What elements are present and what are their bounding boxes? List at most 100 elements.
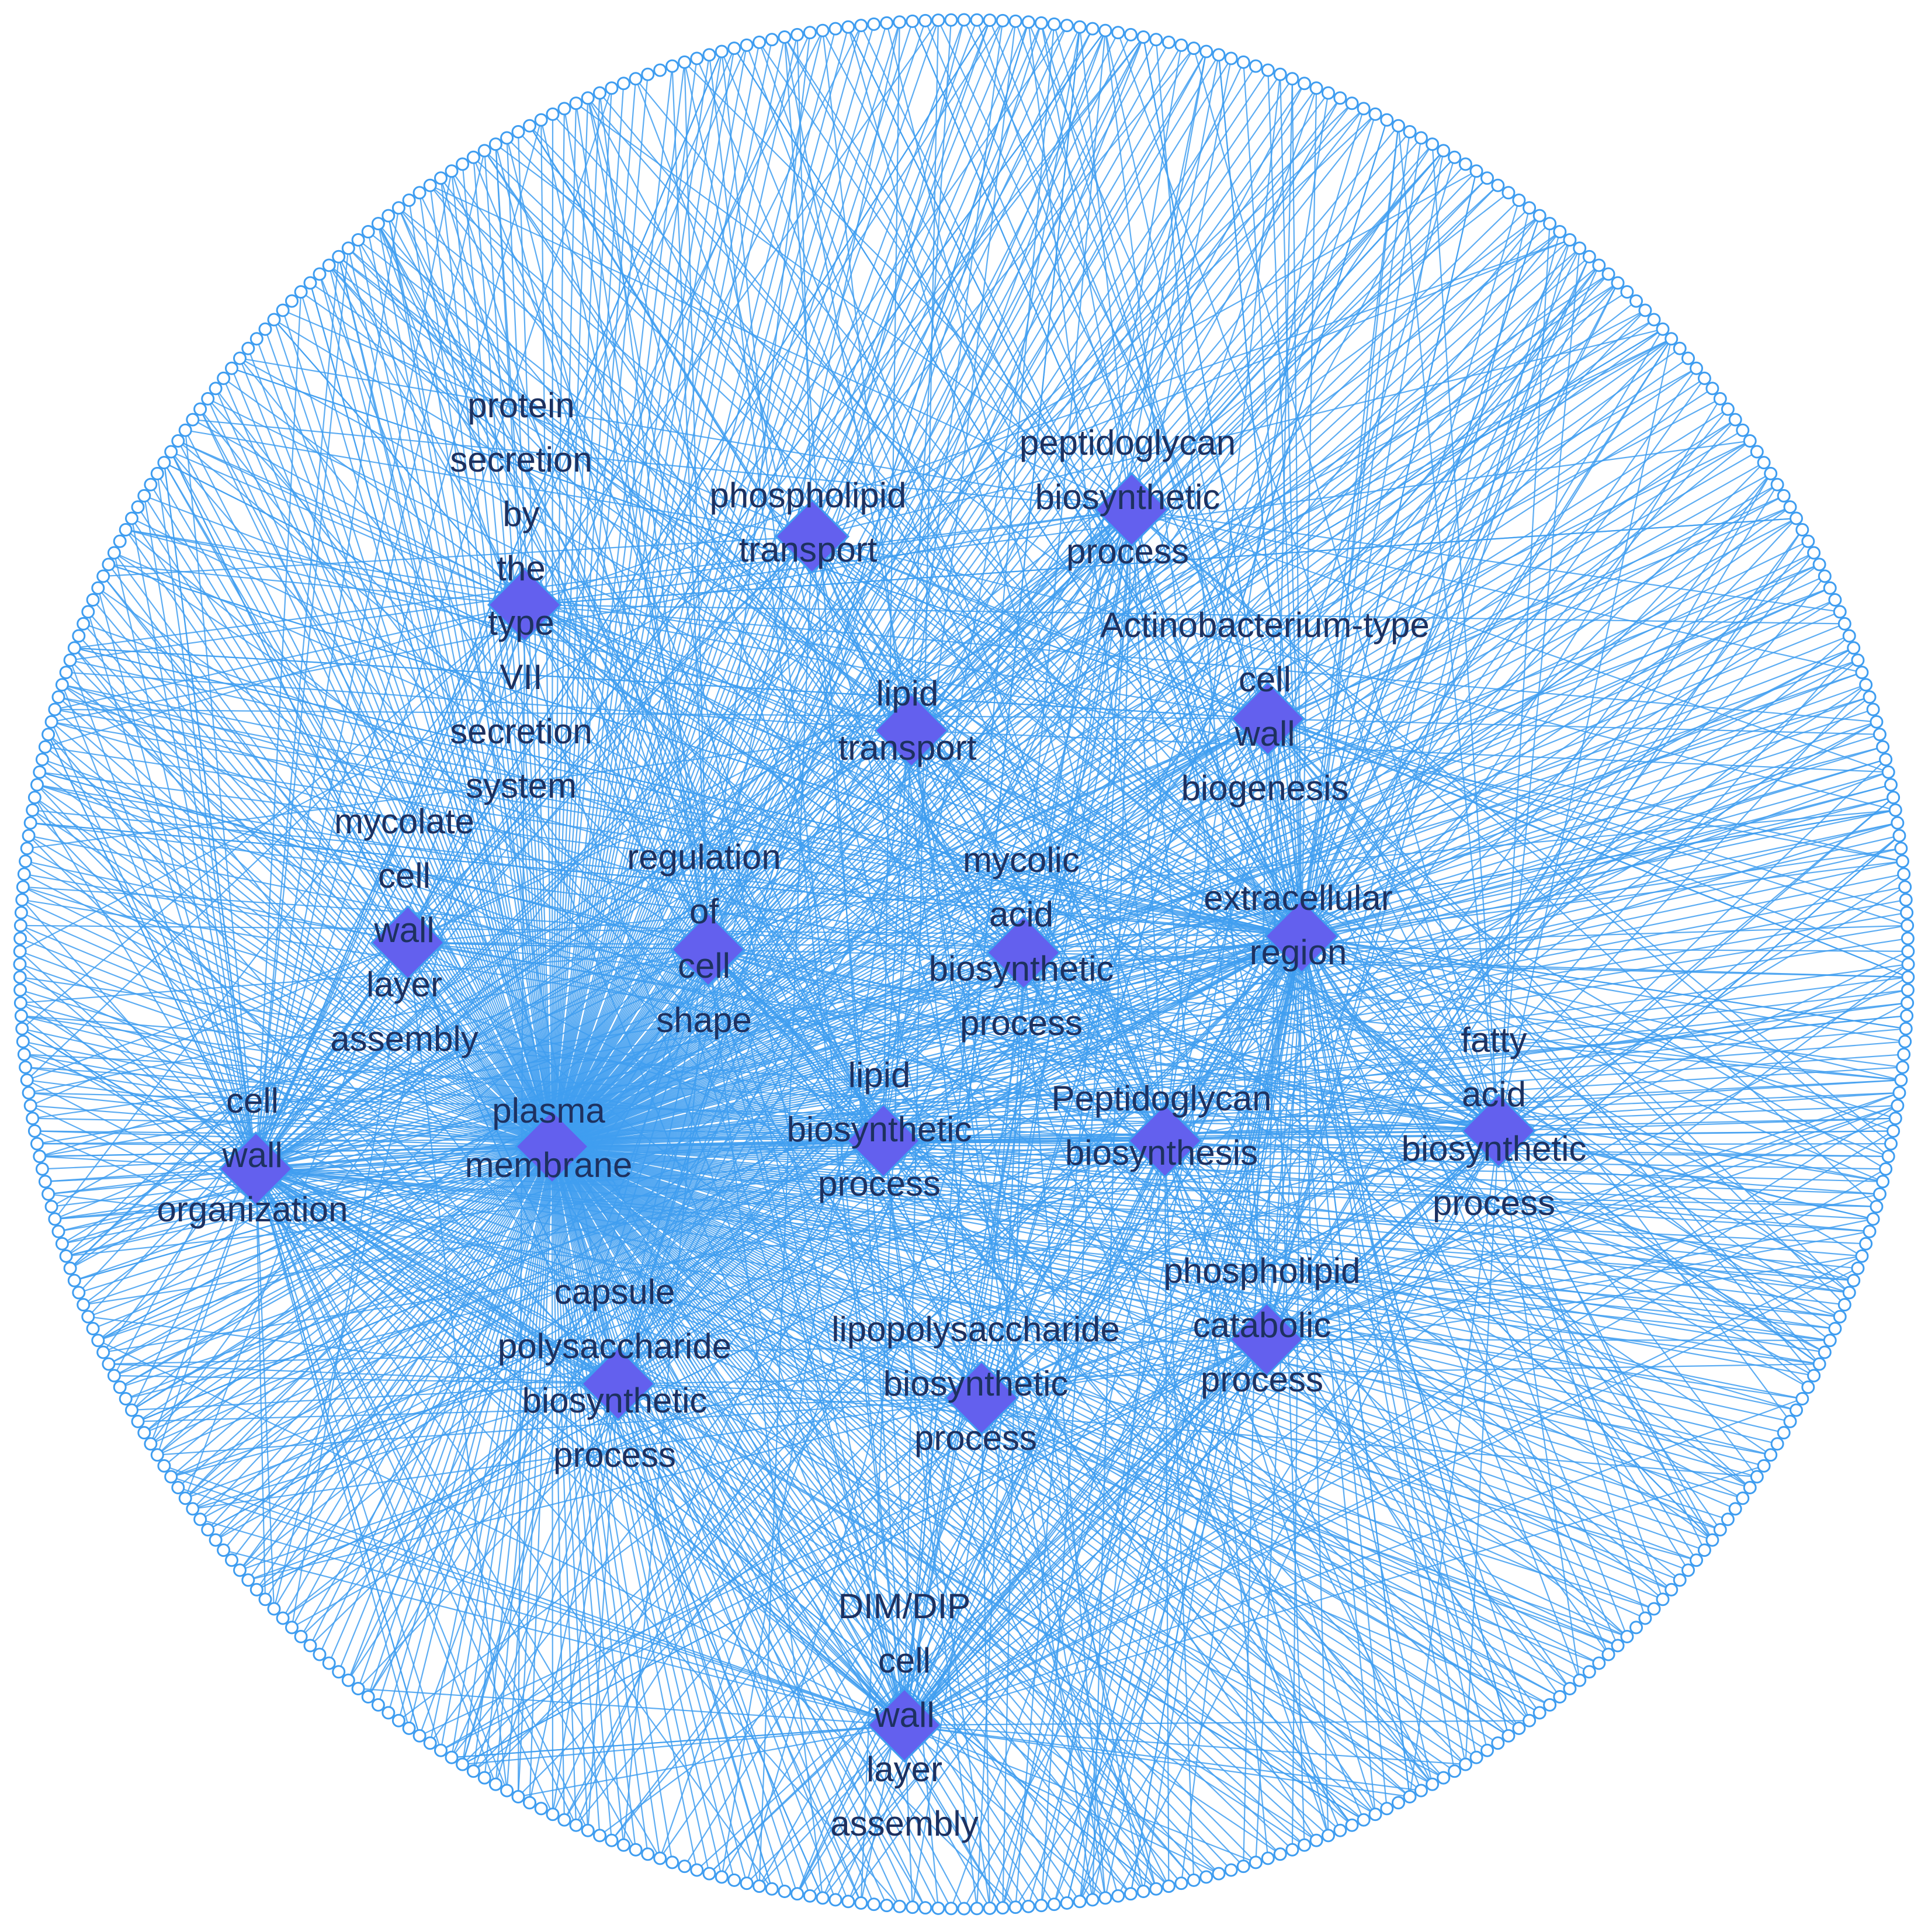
gene-node <box>150 466 164 480</box>
network-edge <box>552 1028 1906 1148</box>
gene-node <box>546 1808 560 1822</box>
network-edge <box>551 37 785 1147</box>
network-edge <box>552 696 1870 1148</box>
network-edge <box>911 729 1889 773</box>
gene-node <box>241 341 255 355</box>
network-edge <box>318 273 553 1147</box>
network-edge <box>552 1146 1132 1895</box>
term-diamond <box>514 1109 590 1185</box>
gene-node <box>593 86 606 100</box>
network-edge <box>552 1146 1499 1744</box>
network-edge <box>904 1724 1256 1863</box>
gene-node <box>1199 1870 1213 1884</box>
gene-node <box>15 893 29 907</box>
gene-node <box>423 178 437 192</box>
gene-node <box>44 1200 58 1214</box>
network-edge <box>883 822 1898 1142</box>
gene-node <box>102 1357 116 1371</box>
gene-node <box>1638 1611 1652 1625</box>
gene-node <box>1236 55 1250 69</box>
network-edge <box>20 977 1166 1142</box>
network-edge <box>440 178 906 1726</box>
network-edge <box>911 20 1303 937</box>
network-edge <box>1301 936 1809 1388</box>
gene-node <box>1136 30 1150 44</box>
network-edge <box>980 1397 1119 1896</box>
network-edge <box>551 25 862 1147</box>
gene-node <box>157 456 171 470</box>
gene-node <box>1458 1757 1472 1771</box>
network-edge <box>540 119 906 1726</box>
gene-node <box>1480 171 1494 185</box>
network-edge <box>358 1146 553 1689</box>
gene-node <box>38 1175 52 1189</box>
network-edge <box>552 1146 1257 1863</box>
gene-node <box>157 1459 171 1473</box>
network-edge <box>239 509 1132 1571</box>
gene-node <box>119 1392 133 1405</box>
network-edge <box>273 319 525 605</box>
gene-node <box>1448 150 1462 164</box>
network-edge <box>551 1146 637 1850</box>
gene-node <box>970 1902 984 1916</box>
network-edge <box>981 964 1909 1398</box>
network-edge <box>758 1339 1267 1887</box>
network-edge <box>552 451 1757 1147</box>
network-edge <box>37 1142 553 1148</box>
gene-node <box>1828 593 1842 607</box>
gene-node <box>382 1706 396 1720</box>
gene-node <box>918 13 932 27</box>
network-edge <box>163 462 553 1147</box>
network-edge <box>924 20 1133 510</box>
network-edge <box>1266 1105 1898 1341</box>
gene-node <box>753 35 767 49</box>
network-edge <box>42 759 1166 1142</box>
network-edge <box>484 150 1302 937</box>
network-edge <box>551 20 1004 1147</box>
gene-node <box>1629 294 1643 308</box>
gene-node <box>371 1698 385 1712</box>
gene-node <box>1161 35 1175 49</box>
term-label-line: region <box>1250 933 1347 972</box>
gene-node <box>322 258 336 272</box>
term-label-line: lipid <box>876 674 939 713</box>
term-label-line: lipid <box>848 1055 911 1095</box>
network-edge <box>377 223 982 1398</box>
gene-node <box>1851 1261 1865 1275</box>
gene-node <box>1298 1838 1312 1852</box>
gene-node <box>1721 1512 1735 1526</box>
network-edge <box>552 440 1750 1147</box>
gene-node <box>361 1690 375 1704</box>
network-edge <box>980 108 1365 1398</box>
gene-node <box>880 1899 894 1913</box>
network-edge <box>171 1476 905 1726</box>
network-edge <box>1164 282 1618 1141</box>
gene-node <box>1123 1887 1138 1901</box>
network-edge <box>551 1146 887 1906</box>
term-diamond <box>218 1131 294 1207</box>
gene-node <box>113 534 127 548</box>
network-edge <box>587 98 1499 1131</box>
gene-node <box>1901 944 1915 958</box>
gene-node <box>1309 1833 1323 1847</box>
network-edge <box>255 1168 1219 1874</box>
gene-node <box>1073 1895 1087 1909</box>
gene-node <box>1573 1673 1587 1687</box>
network-edge <box>882 1140 991 1909</box>
gene-node <box>715 1870 729 1884</box>
network-edge <box>911 282 1618 731</box>
network-edge <box>164 1465 905 1726</box>
network-edge <box>911 730 1713 1540</box>
gene-node <box>1236 1860 1250 1874</box>
gene-node <box>906 1900 920 1914</box>
network-edge <box>809 1130 1499 1897</box>
gene-node <box>1345 96 1359 110</box>
network-edge <box>1266 1002 1908 1340</box>
network-edge <box>552 1145 1889 1157</box>
gene-node <box>294 285 308 299</box>
network-edge <box>70 659 553 1147</box>
